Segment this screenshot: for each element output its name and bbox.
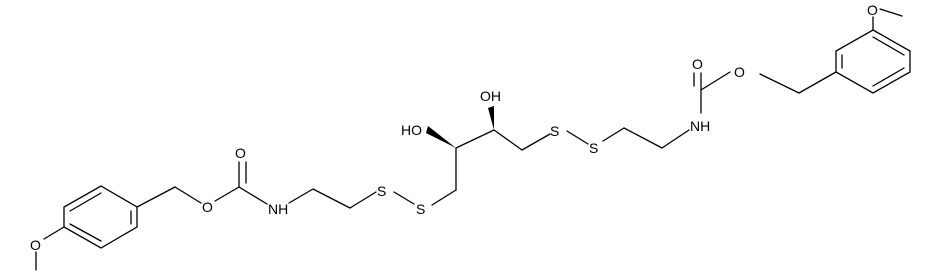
left-o-ch2-bond: [174, 186, 202, 204]
lower-ho-wedge: [426, 126, 456, 148]
left-methoxy-oxygen: O: [30, 237, 41, 253]
left-disulfide-s-inner: S: [416, 201, 425, 217]
left-s-ch2-bond: [349, 191, 377, 209]
right-benzyl-bond: [798, 71, 837, 94]
right-disulfide-s-outer: S: [589, 140, 598, 156]
left-ring-double-2: [69, 223, 102, 242]
left-benzyl-bond: [136, 186, 176, 208]
left-disulfide-s-outer: S: [377, 183, 386, 199]
right-disulfide-bond: [566, 130, 589, 145]
left-ring-outline: [63, 185, 138, 249]
right-carbonyl-oxygen: O: [692, 56, 703, 72]
left-ring-double-3: [69, 192, 102, 212]
left-disulfide-bond: [393, 191, 415, 205]
right-carbamate-nh: NH: [690, 118, 710, 134]
left-carbamate-nh: NH: [268, 201, 288, 217]
left-n-carbonyl-bond: [238, 186, 268, 205]
right-o-to-carbonyl-bond: [700, 71, 731, 91]
right-methoxy-oxygen: O: [867, 2, 878, 18]
left-ethylene-bond: [312, 188, 351, 209]
right-ch2-s-bond: [602, 127, 625, 142]
right-ring-outline: [835, 29, 911, 94]
upper-oh-wedge: [488, 106, 494, 130]
right-ethylene-bond: [623, 127, 663, 149]
right-s-ch2-bond: [521, 133, 551, 151]
right-methyl-bond: [879, 8, 903, 17]
right-disulfide-s-inner: S: [550, 123, 559, 139]
left-ester-oxygen: O: [202, 199, 213, 215]
right-ch2-to-o-bond: [759, 73, 800, 94]
left-ch2-n-bond: [288, 188, 314, 204]
left-carbonyl-oxygen: O: [235, 145, 246, 161]
right-ester-oxygen: O: [734, 64, 745, 80]
central-c2-c3-bond: [455, 129, 495, 149]
right-n-ch2-bond: [661, 129, 690, 149]
right-ring-double-2: [872, 67, 905, 87]
left-carbonyl-o-bond: [214, 186, 240, 202]
right-benzene-ring: [835, 29, 911, 94]
left-ch2-s-bond: [431, 189, 457, 206]
lower-hydroxyl: HO: [401, 122, 422, 138]
upper-hydroxyl: OH: [480, 88, 501, 104]
right-ring-double-1: [872, 36, 905, 56]
left-ring-to-methoxy-bond: [43, 226, 65, 240]
left-benzene-ring: [63, 185, 138, 249]
central-c1-c2-bond: [493, 129, 523, 151]
